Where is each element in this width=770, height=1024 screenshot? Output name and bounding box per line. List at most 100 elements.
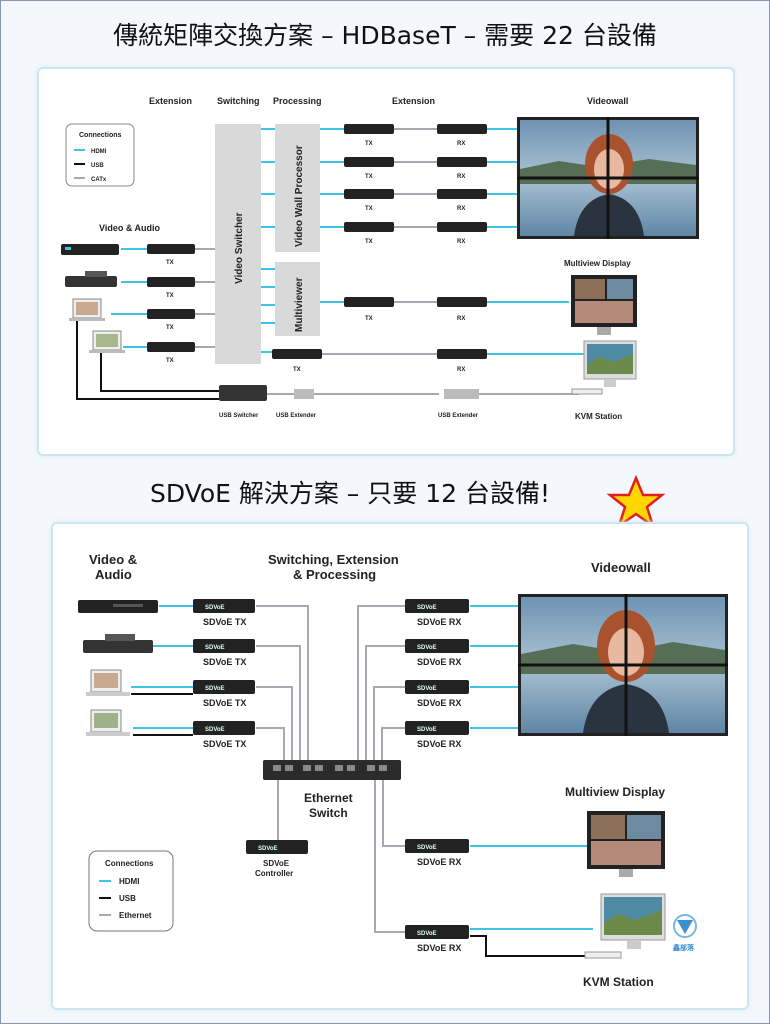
videowall-display <box>518 594 728 736</box>
rx-box <box>437 124 487 134</box>
legend-title: Connections <box>105 859 154 868</box>
legend-catx: CATx <box>91 177 107 183</box>
header-processing: Processing <box>273 96 322 106</box>
source-laptop-1 <box>86 669 130 696</box>
tx-label: TX <box>166 293 174 299</box>
tx-box <box>147 342 195 352</box>
controller-label-1: SDVoE <box>263 859 290 868</box>
sdvoe-diagram: Video & Audio Switching, Extension & Pro… <box>78 552 728 989</box>
legend-usb: USB <box>91 163 104 169</box>
video-wall-processor-label: Video Wall Processor <box>294 145 305 247</box>
multiview-display-label: Multiview Display <box>565 785 665 799</box>
tx-label: TX <box>365 316 373 322</box>
multiview-monitor <box>571 275 637 335</box>
device-badge: SDVoE <box>417 605 437 611</box>
multiviewer <box>275 262 320 336</box>
sdvoe-rx-label: SDVoE RX <box>417 943 461 953</box>
device-badge: SDVoE <box>205 645 225 651</box>
device-badge: SDVoE <box>417 645 437 651</box>
kvm-monitor <box>571 340 637 395</box>
tx-box <box>147 277 195 287</box>
rx-label: RX <box>457 141 465 147</box>
sdvoe-rx-box <box>405 839 469 853</box>
source-laptop-2 <box>89 330 125 353</box>
source-set-top-box <box>65 271 117 287</box>
sdvoe-tx-label: SDVoE TX <box>203 739 246 749</box>
device-badge: SDVoE <box>205 605 225 611</box>
tx-label: TX <box>365 141 373 147</box>
legend-hdmi: HDMI <box>119 877 139 886</box>
rx-label: RX <box>457 239 465 245</box>
legend-title: Connections <box>79 132 121 139</box>
sdvoe-rx-box <box>405 599 469 613</box>
rx-label: RX <box>457 367 465 373</box>
hdbaset-legend: Connections HDMI USB CATx <box>65 123 135 187</box>
usb-extender <box>444 389 479 399</box>
sdvoe-rx-box <box>405 639 469 653</box>
center-header-2: & Processing <box>293 567 376 582</box>
tx-label: TX <box>166 358 174 364</box>
sdvoe-tx-box <box>193 680 255 694</box>
ethernet-switch <box>263 760 401 780</box>
rx-box <box>437 189 487 199</box>
legend-hdmi: HDMI <box>91 149 107 155</box>
tx-label: TX <box>365 206 373 212</box>
sdvoe-controller <box>246 840 308 854</box>
tx-label: TX <box>293 367 301 373</box>
usb-extender <box>294 389 314 399</box>
rx-box <box>437 222 487 232</box>
star-icon <box>606 475 666 529</box>
tx-label: TX <box>166 325 174 331</box>
usb-extender-label: USB Extender <box>438 413 479 419</box>
header-extension-2: Extension <box>392 96 435 106</box>
watermark-text: 鑫部落 <box>672 943 695 952</box>
tx-box <box>147 309 195 319</box>
sdvoe-diagram-panel: Video & Audio Switching, Extension & Pro… <box>51 522 749 1010</box>
source-laptop-1 <box>69 298 105 321</box>
hdbaset-diagram: Extension Switching Processing Extension… <box>61 96 699 421</box>
usb-switcher <box>219 385 267 401</box>
watermark-logo: 鑫部落 <box>672 914 697 952</box>
rx-box <box>437 297 487 307</box>
device-badge: SDVoE <box>417 931 437 937</box>
video-switcher <box>215 124 261 364</box>
sdvoe-tx-label: SDVoE TX <box>203 617 246 627</box>
kvm-monitor <box>584 893 666 959</box>
device-badge: SDVoE <box>258 846 278 852</box>
kvm-station-label: KVM Station <box>583 975 654 989</box>
device-badge: SDVoE <box>417 727 437 733</box>
tx-label: TX <box>365 239 373 245</box>
sdvoe-tx-box <box>193 639 255 653</box>
tx-box <box>344 297 394 307</box>
video-audio-label-1: Video & <box>89 552 137 567</box>
tx-box <box>272 349 322 359</box>
header-extension-1: Extension <box>149 96 192 106</box>
sdvoe-tx-box <box>193 721 255 735</box>
device-badge: SDVoE <box>205 727 225 733</box>
sdvoe-rx-box <box>405 925 469 939</box>
switch-label-2: Switch <box>309 806 348 820</box>
usb-switcher-label: USB Switcher <box>219 413 259 419</box>
sdvoe-rx-box <box>405 721 469 735</box>
video-audio-label-2: Audio <box>95 567 132 582</box>
video-switcher-label: Video Switcher <box>234 212 245 284</box>
hdbaset-diagram-panel: Extension Switching Processing Extension… <box>37 67 735 456</box>
header-switching: Switching <box>217 96 260 106</box>
rx-box <box>437 157 487 167</box>
sdvoe-rx-label: SDVoE RX <box>417 617 461 627</box>
tx-box <box>147 244 195 254</box>
rx-box <box>437 349 487 359</box>
sdvoe-rx-label: SDVoE RX <box>417 657 461 667</box>
legend-ethernet: Ethernet <box>119 911 152 920</box>
sdvoe-tx-label: SDVoE TX <box>203 657 246 667</box>
sdvoe-legend: Connections HDMI USB Ethernet <box>88 850 174 932</box>
sdvoe-tx-box <box>193 599 255 613</box>
sdvoe-tx-label: SDVoE TX <box>203 698 246 708</box>
tx-label: TX <box>166 260 174 266</box>
controller-label-2: Controller <box>255 869 293 878</box>
sdvoe-rx-label: SDVoE RX <box>417 857 461 867</box>
center-header-1: Switching, Extension <box>268 552 399 567</box>
sdvoe-tx-group <box>193 599 255 735</box>
tx-box <box>344 124 394 134</box>
legend-usb: USB <box>119 894 136 903</box>
